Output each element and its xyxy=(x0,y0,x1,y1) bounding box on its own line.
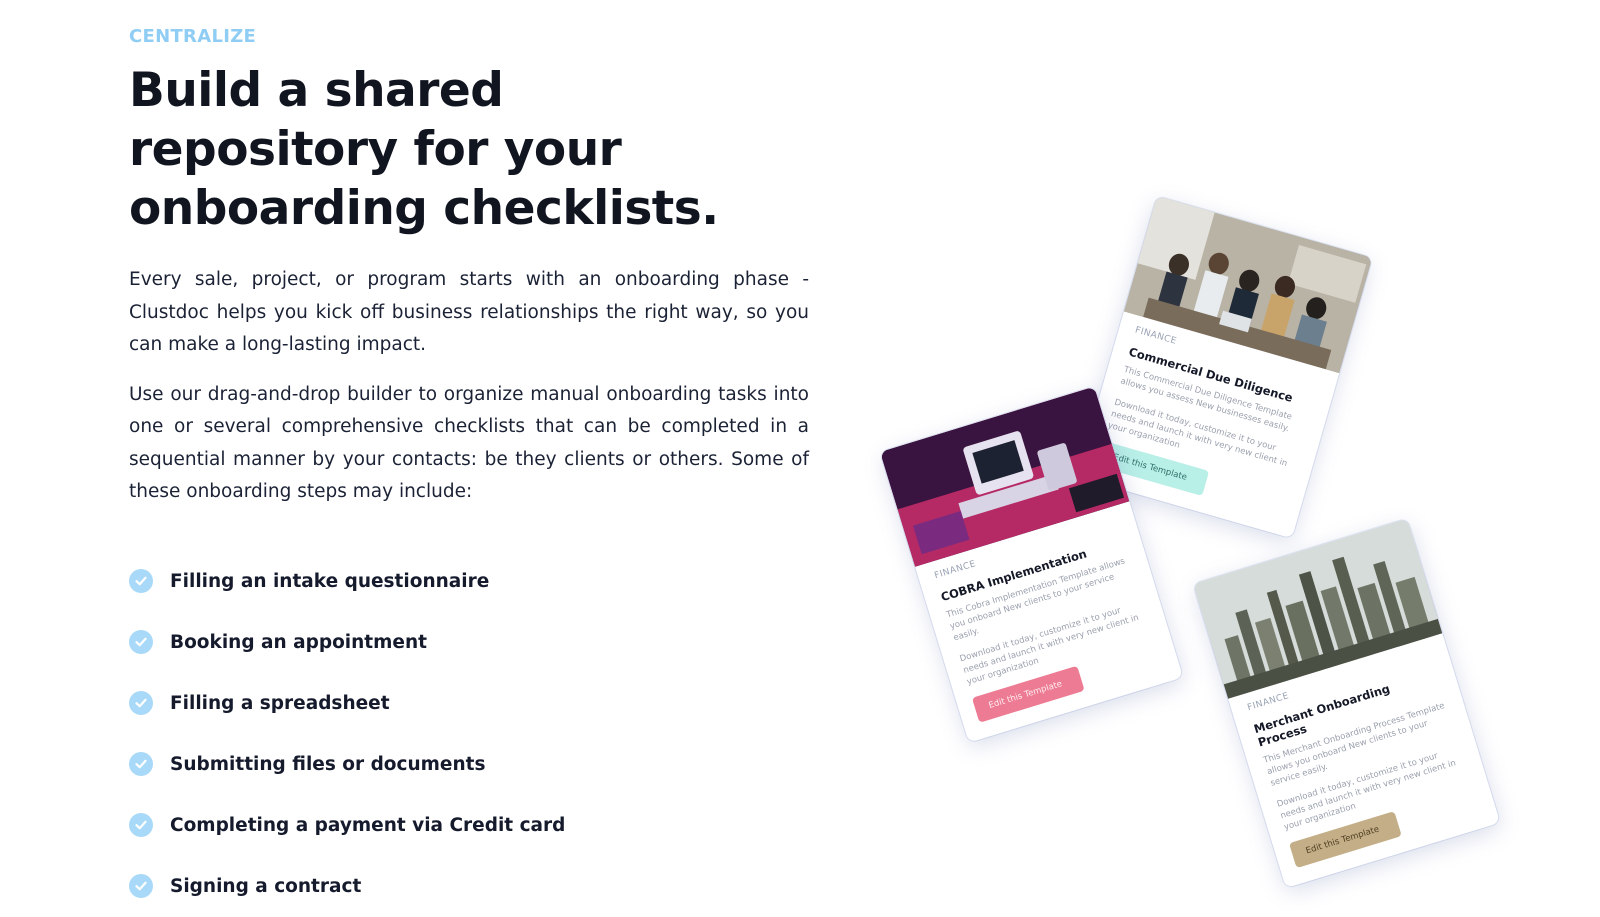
list-item: Filling a spreadsheet xyxy=(129,673,809,734)
list-item: Booking an appointment xyxy=(129,612,809,673)
check-circle-icon xyxy=(129,752,153,776)
list-item: Signing a contract xyxy=(129,856,809,917)
step-label: Submitting files or documents xyxy=(170,753,486,775)
content-column: CENTRALIZE Build a shared repository for… xyxy=(129,26,809,917)
list-item: Completing a payment via Credit card xyxy=(129,795,809,856)
builder-paragraph: Use our drag-and-drop builder to organiz… xyxy=(129,383,809,503)
check-circle-icon xyxy=(129,874,153,898)
step-label: Signing a contract xyxy=(170,875,362,897)
retro-computer-photo xyxy=(880,386,1130,567)
check-circle-icon xyxy=(129,813,153,837)
onboarding-steps-list: Filling an intake questionnaire Booking … xyxy=(129,551,809,917)
list-item: Submitting files or documents xyxy=(129,734,809,795)
check-circle-icon xyxy=(129,630,153,654)
team-photo xyxy=(1123,196,1373,374)
check-circle-icon xyxy=(129,569,153,593)
template-card-cobra-implementation[interactable]: FINANCE COBRA Implementation This Cobra … xyxy=(880,386,1184,743)
intro-paragraph: Every sale, project, or program starts w… xyxy=(129,269,809,355)
template-card-merchant-onboarding-process[interactable]: FINANCE Merchant Onboarding Process This… xyxy=(1193,518,1501,889)
section-heading: Build a shared repository for your onboa… xyxy=(129,63,719,236)
template-card-commercial-due-diligence[interactable]: FINANCE Commercial Due Diligence This Co… xyxy=(1076,196,1373,539)
step-label: Completing a payment via Credit card xyxy=(170,814,566,836)
check-circle-icon xyxy=(129,691,153,715)
section-eyebrow: CENTRALIZE xyxy=(129,26,257,47)
list-item: Filling an intake questionnaire xyxy=(129,551,809,612)
step-label: Filling an intake questionnaire xyxy=(170,570,490,592)
city-skyline-photo xyxy=(1193,518,1443,699)
step-label: Filling a spreadsheet xyxy=(170,692,390,714)
step-label: Booking an appointment xyxy=(170,631,427,653)
